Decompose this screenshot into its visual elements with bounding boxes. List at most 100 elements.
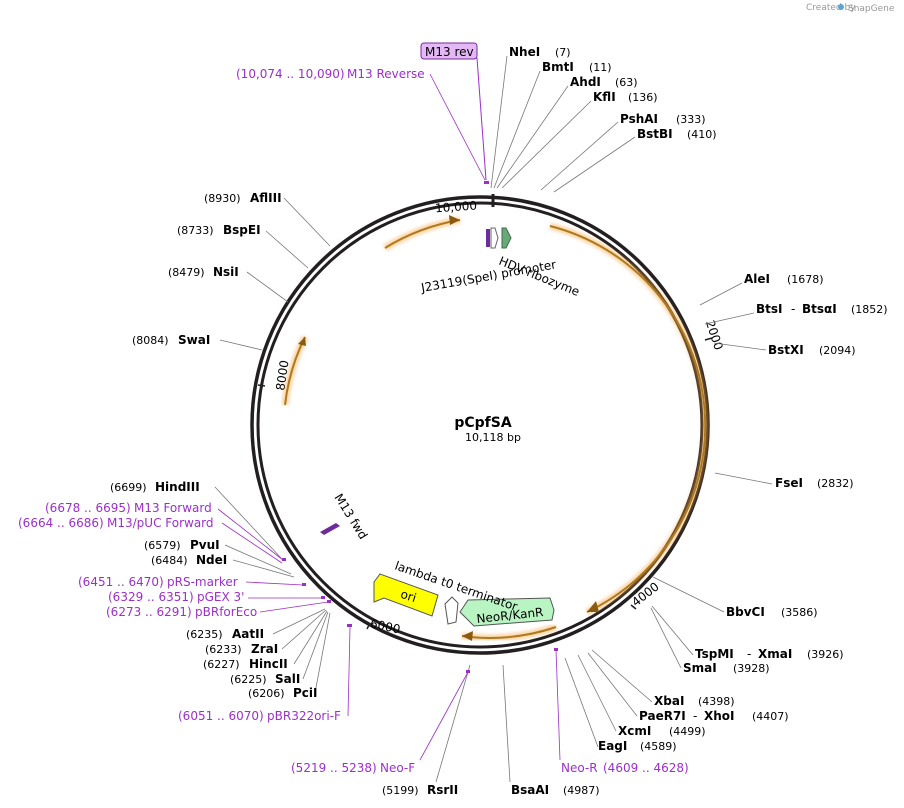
enzyme-fsei: FseI — [775, 476, 803, 490]
enzyme-bstbi-pos: (410) — [687, 128, 717, 141]
enzyme-ahdi-pos: (63) — [615, 76, 638, 89]
enzyme-rsrii: RsrII — [427, 783, 458, 797]
primer-neo-r-range: (4609 .. 4628) — [603, 761, 689, 775]
neor-kanr-arrow: NeoR/KanR — [459, 597, 555, 627]
enzyme-sali: SalI — [275, 672, 300, 686]
orf-arrow-large — [549, 222, 709, 616]
ori-arrow: ori — [373, 573, 439, 617]
primer-m13-reverse-range: (10,074 .. 10,090) — [236, 67, 345, 81]
primer-m13-puc-forward-range: (6664 .. 6686) — [18, 516, 104, 530]
lambda-t0-terminator-glyph — [444, 596, 459, 625]
scale-tick-2000 — [704, 337, 713, 341]
leader-lines — [214, 55, 773, 783]
m13-rev-box — [420, 42, 478, 60]
enzyme-kfli-pos: (136) — [628, 91, 658, 104]
enzyme-bspei-pos: (8733) — [177, 224, 214, 237]
primer-ticks — [282, 181, 558, 673]
enzyme-tspmi-pos: (3926) — [807, 648, 844, 661]
enzyme-hincii-pos: (6227) — [203, 658, 240, 671]
enzyme-hindiii-pos: (6699) — [110, 481, 147, 494]
enzyme-tspmi-sep: - — [747, 647, 751, 661]
enzyme-alei: AleI — [744, 272, 770, 286]
snapgene-logo-icon — [838, 4, 844, 10]
enzyme-pvui-pos: (6579) — [144, 539, 181, 552]
m13-fwd-glyph — [320, 523, 340, 535]
enzyme-bstxi: BstXI — [768, 343, 804, 357]
hdv-ribozyme-glyph — [501, 227, 512, 249]
enzyme-zrai: ZraI — [251, 642, 278, 656]
enzyme-bmti-pos: (11) — [589, 61, 612, 74]
orf-arrow-bottom — [461, 623, 558, 642]
enzyme-pshai-pos: (333) — [676, 113, 706, 126]
enzyme-pvui: PvuI — [190, 538, 220, 552]
m13-rev-box-label: M13 rev — [425, 45, 474, 59]
scale-label-6000: 6000 — [369, 616, 402, 636]
enzyme-swai: SwaI — [178, 333, 210, 347]
enzyme-swai-pos: (8084) — [132, 334, 169, 347]
enzyme-bsaai: BsaAI — [511, 783, 549, 797]
snapgene-logo: SnapGene — [848, 4, 895, 14]
enzyme-aatii-pos: (6235) — [186, 628, 223, 641]
primer-m13-puc-forward: M13/pUC Forward — [107, 516, 214, 530]
enzyme-smai: SmaI — [683, 661, 717, 675]
enzyme-nsii: NsiI — [213, 265, 239, 279]
enzyme-hindiii: HindIII — [155, 480, 200, 494]
enzyme-ahdi: AhdI — [570, 75, 601, 89]
ori-label: ori — [399, 587, 418, 605]
primer-neo-f: Neo-F — [380, 761, 415, 775]
primer-pbr322ori-f: pBR322ori-F — [267, 709, 341, 723]
enzyme-zrai-pos: (6233) — [205, 643, 242, 656]
enzyme-afliii: AflIII — [250, 191, 282, 205]
enzyme-rsrii-pos: (5199) — [382, 784, 419, 797]
orf-arrow-left — [281, 335, 309, 406]
scale-tick-8000 — [257, 384, 266, 387]
plasmid-name: pCpfSA — [454, 415, 511, 431]
enzyme-paer7i: PaeR7I — [639, 709, 686, 723]
enzyme-smai-pos: (3928) — [733, 662, 770, 675]
enzyme-bstxi-pos: (2094) — [819, 344, 856, 357]
enzyme-sali-pos: (6225) — [230, 673, 267, 686]
primer-m13-reverse: M13 Reverse — [347, 67, 425, 81]
primer-labels: (10,074 .. 10,090) M13 Reverse (6678 .. … — [18, 67, 689, 775]
primer-prs-marker-range: (6451 .. 6470) — [78, 575, 164, 589]
enzyme-paer7i-sep: - — [693, 709, 697, 723]
enzyme-kfli: KflI — [593, 90, 616, 104]
enzyme-pcii: PciI — [293, 686, 318, 700]
primer-pbr322ori-f-range: (6051 .. 6070) — [178, 709, 264, 723]
credit-text: Created by — [806, 3, 856, 13]
enzyme-btsai: BtsαI — [802, 302, 837, 316]
enzyme-btsi: BtsI — [756, 302, 783, 316]
enzyme-afliii-pos: (8930) — [204, 192, 241, 205]
m13-rev-leader — [476, 57, 487, 181]
enzyme-eagi-pos: (4589) — [640, 740, 677, 753]
scale-tick-4000 — [630, 604, 637, 610]
enzyme-bbvci: BbvCI — [726, 605, 765, 619]
enzyme-xmai: XmaI — [758, 647, 792, 661]
m13-fwd-label: M13 fwd — [331, 491, 370, 542]
primer-m13-forward-range: (6678 .. 6695) — [45, 501, 131, 515]
enzyme-paer7i-pos: (4407) — [752, 710, 789, 723]
primer-neo-r: Neo-R — [561, 761, 598, 775]
primer-pgex-range: (6329 .. 6351) — [108, 590, 194, 604]
primer-m13-forward: M13 Forward — [134, 501, 212, 515]
primer-leader-lines — [217, 73, 561, 761]
enzyme-xhoi: XhoI — [704, 709, 735, 723]
enzyme-xcmi: XcmI — [618, 724, 651, 738]
enzyme-hincii: HincII — [249, 657, 288, 671]
enzyme-nhei-pos: (7) — [555, 46, 571, 59]
primer-neo-f-range: (5219 .. 5238) — [291, 761, 377, 775]
enzyme-ndei-pos: (6484) — [151, 554, 188, 567]
primer-pgex: pGEX 3' — [197, 590, 244, 604]
enzyme-bmti: BmtI — [542, 60, 574, 74]
neor-kanr-label: NeoR/KanR — [476, 605, 544, 626]
enzyme-bbvci-pos: (3586) — [781, 606, 818, 619]
primer-prs-marker: pRS-marker — [167, 575, 238, 589]
enzyme-xbai-pos: (4398) — [698, 695, 735, 708]
enzyme-btsi-sep: - — [791, 302, 795, 316]
enzyme-aatii: AatII — [232, 627, 264, 641]
plasmid-length: 10,118 bp — [465, 431, 521, 444]
enzyme-xbai: XbaI — [654, 694, 684, 708]
enzyme-ndei: NdeI — [196, 553, 227, 567]
enzyme-pcii-pos: (6206) — [248, 687, 285, 700]
